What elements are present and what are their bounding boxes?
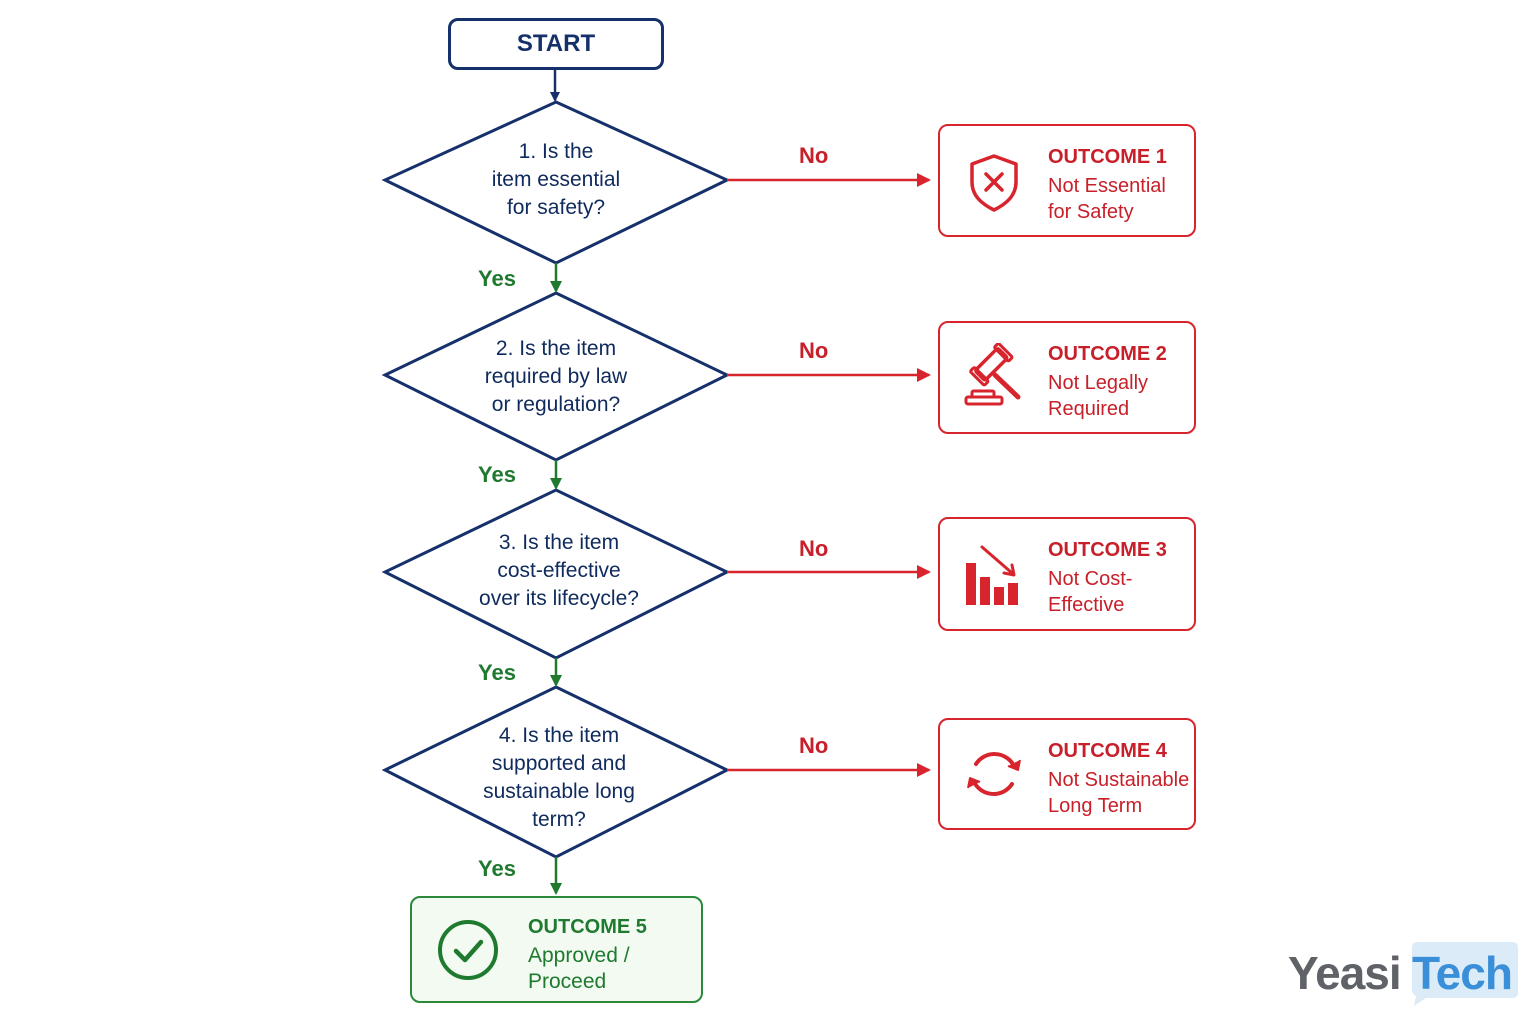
logo-text-part1: Yeasi [1288,947,1402,999]
outcome-4-text: Not Sustainable Long Term [1048,769,1190,817]
outcome-1-box: OUTCOME 1 Not Essential for Safety [938,124,1196,237]
refresh-cycle-icon [967,752,1021,796]
outcome-5-title: OUTCOME 5 [528,916,647,938]
outcome-1-title: OUTCOME 1 [1048,146,1167,168]
gavel-icon [964,343,1021,406]
shield-x-icon [970,154,1018,212]
logo-text-part2: Tech [1412,947,1513,999]
question-1-text: 1. Is the item essential for safety? [491,140,621,219]
outcome-1-text: Not Essential for Safety [1048,175,1166,223]
no-label-1: No [799,143,829,168]
outcome-2-text: Not Legally Required [1048,372,1149,420]
check-circle-icon [438,920,498,980]
outcome-2-box: OUTCOME 2 Not Legally Required [938,321,1196,434]
outcome-4-title: OUTCOME 4 [1048,740,1167,762]
outcome-5-box: OUTCOME 5 Approved / Proceed [410,896,703,1003]
yes-label-3: Yes [478,660,516,685]
outcome-5-text: Approved / Proceed [528,944,630,993]
no-label-4: No [799,733,829,758]
speech-bubble-icon [1412,942,1518,1006]
outcome-3-text: Not Cost- Effective [1048,568,1133,616]
outcome-4-box: OUTCOME 4 Not Sustainable Long Term [938,718,1196,830]
outcome-3-title: OUTCOME 3 [1048,539,1167,561]
question-2-text: 2. Is the item required by law or regula… [484,337,628,416]
question-4-text: 4. Is the item supported and sustainable… [483,724,635,831]
outcome-3-box: OUTCOME 3 Not Cost- Effective [938,517,1196,631]
yes-label-1: Yes [478,266,516,291]
no-label-2: No [799,338,829,363]
start-node: START [448,18,664,70]
outcome-2-title: OUTCOME 2 [1048,343,1167,365]
yes-label-2: Yes [478,462,516,487]
yes-label-4: Yes [478,856,516,881]
declining-bar-chart-icon [966,545,1018,605]
no-label-3: No [799,536,829,561]
question-3-text: 3. Is the item cost-effective over its l… [479,531,639,610]
